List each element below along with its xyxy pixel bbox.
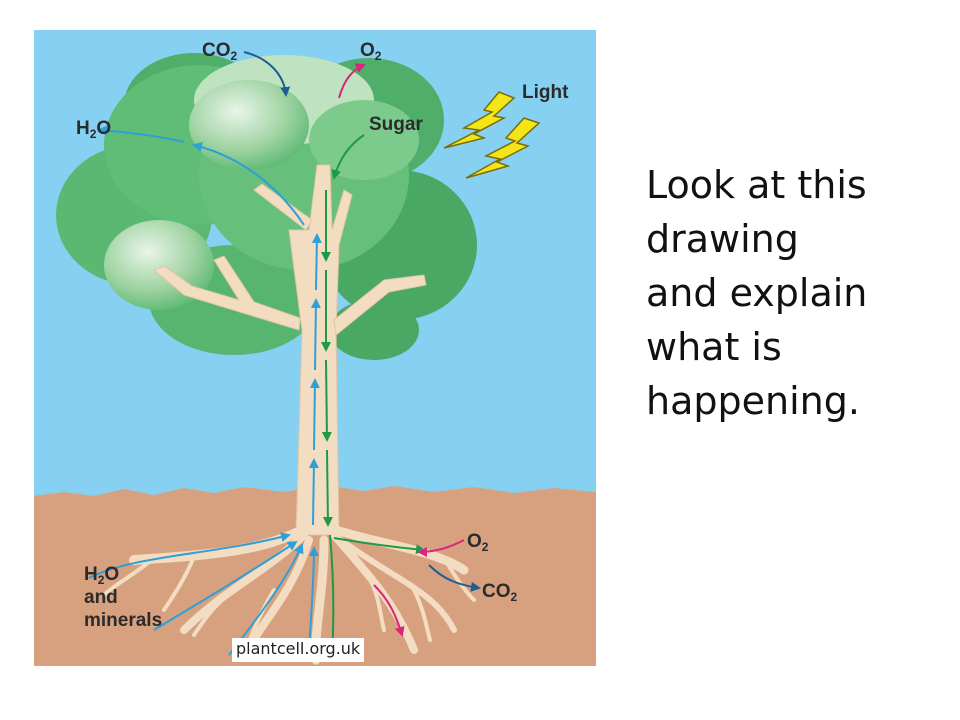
image-credit: plantcell.org.uk xyxy=(232,638,365,662)
o2-roots-label: O2 xyxy=(467,531,489,554)
sugar-label: Sugar xyxy=(369,114,423,135)
oxygen-arrows xyxy=(338,63,465,637)
tree-canopy xyxy=(56,53,477,360)
co2-roots-label: CO2 xyxy=(482,581,518,604)
prompt-line: Look at this xyxy=(646,163,867,207)
sugar-transport-arrows xyxy=(321,134,426,657)
water-transport-arrows xyxy=(88,125,322,656)
prompt-line: drawing xyxy=(646,217,799,261)
light-icon xyxy=(443,91,541,179)
h2o-left-label: H2O xyxy=(76,118,111,141)
prompt-line: happening. xyxy=(646,379,860,423)
o2-top-label: O2 xyxy=(360,40,382,63)
co2-top-label: CO2 xyxy=(202,40,238,63)
h2o-roots-label: H2O xyxy=(84,564,119,587)
tree-trunk xyxy=(153,164,427,536)
carbon-dioxide-arrows xyxy=(243,51,481,592)
light-label: Light xyxy=(522,82,569,103)
tree-diagram: CO2 O2 Light H2O Sugar H2O and minerals … xyxy=(34,30,596,666)
soil xyxy=(34,485,596,666)
tree-diagram-svg: CO2 O2 Light H2O Sugar H2O and minerals … xyxy=(34,30,596,666)
and-label: and xyxy=(84,587,118,608)
prompt-line: and explain xyxy=(646,271,868,315)
minerals-label: minerals xyxy=(84,610,162,631)
prompt-line: what is xyxy=(646,325,782,369)
prompt-text: Look at this drawing and explain what is… xyxy=(646,158,946,428)
